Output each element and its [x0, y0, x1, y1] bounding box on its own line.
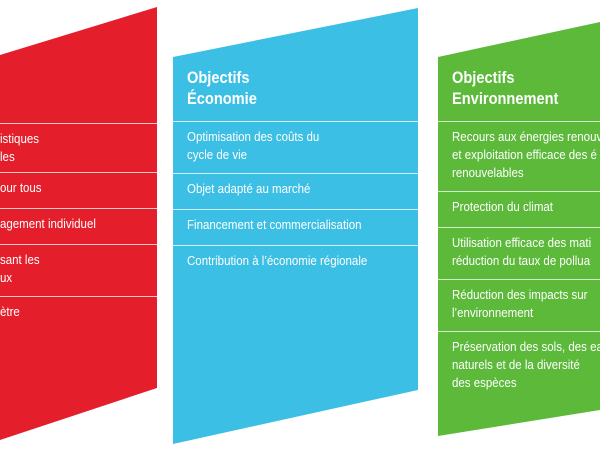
list-item: our tous: [0, 172, 157, 208]
item-text: agement individuel: [0, 217, 96, 231]
list-item: Préservation des sols, des ea naturels e…: [438, 331, 600, 401]
list-item: Optimisation des coûts du cycle de vie: [173, 121, 418, 173]
item-text: istiques les: [0, 132, 39, 164]
item-text: sant les ux: [0, 253, 40, 285]
item-text: Contribution à l’économie régionale: [187, 254, 368, 268]
panel-economie-polygon: [173, 8, 418, 444]
panel-economie-shape: [173, 8, 418, 444]
item-text: our tous: [0, 181, 42, 195]
item-text: Utilisation efficace des mati réduction …: [452, 236, 592, 268]
environnement-item-list: Recours aux énergies renouv et exploitat…: [438, 121, 600, 401]
environnement-title: Objectifs Environnement: [452, 67, 558, 109]
panel-environnement-polygon: [438, 22, 600, 436]
item-text: Protection du climat: [452, 200, 553, 214]
economie-item-list: Optimisation des coûts du cycle de vie O…: [173, 121, 418, 281]
panel-social: istiques les our tous agement individuel…: [0, 0, 160, 450]
panel-social-shape: [0, 7, 157, 440]
list-item: istiques les: [0, 123, 157, 172]
item-text: Recours aux énergies renouv et exploitat…: [452, 130, 600, 180]
list-item: sant les ux: [0, 244, 157, 296]
item-text: Objet adapté au marché: [187, 182, 311, 196]
list-item: ètre: [0, 296, 157, 332]
item-text: Financement et commercialisation: [187, 218, 362, 232]
list-item: Contribution à l’économie régionale: [173, 245, 418, 281]
list-item: Protection du climat: [438, 191, 600, 227]
list-item: Utilisation efficace des mati réduction …: [438, 227, 600, 279]
social-item-list: istiques les our tous agement individuel…: [0, 123, 157, 332]
item-text: Préservation des sols, des ea naturels e…: [452, 340, 600, 390]
panel-economie: Objectifs Économie Optimisation des coût…: [173, 0, 420, 450]
environnement-title-line1: Objectifs: [452, 68, 515, 87]
list-item: Recours aux énergies renouv et exploitat…: [438, 121, 600, 191]
panel-social-polygon: [0, 7, 157, 440]
item-text: Réduction des impacts sur l’environnemen…: [452, 288, 588, 320]
panel-environnement: Objectifs Environnement Recours aux éner…: [438, 0, 600, 450]
list-item: Objet adapté au marché: [173, 173, 418, 209]
list-item: agement individuel: [0, 208, 157, 244]
item-text: ètre: [0, 305, 20, 319]
economie-title-line1: Objectifs: [187, 68, 250, 87]
panel-environnement-shape: [438, 22, 600, 436]
list-item: Réduction des impacts sur l’environnemen…: [438, 279, 600, 331]
environnement-title-line2: Environnement: [452, 89, 559, 108]
economie-title: Objectifs Économie: [187, 67, 257, 109]
item-text: Optimisation des coûts du cycle de vie: [187, 130, 320, 162]
list-item: Financement et commercialisation: [173, 209, 418, 245]
economie-title-line2: Économie: [187, 89, 257, 108]
